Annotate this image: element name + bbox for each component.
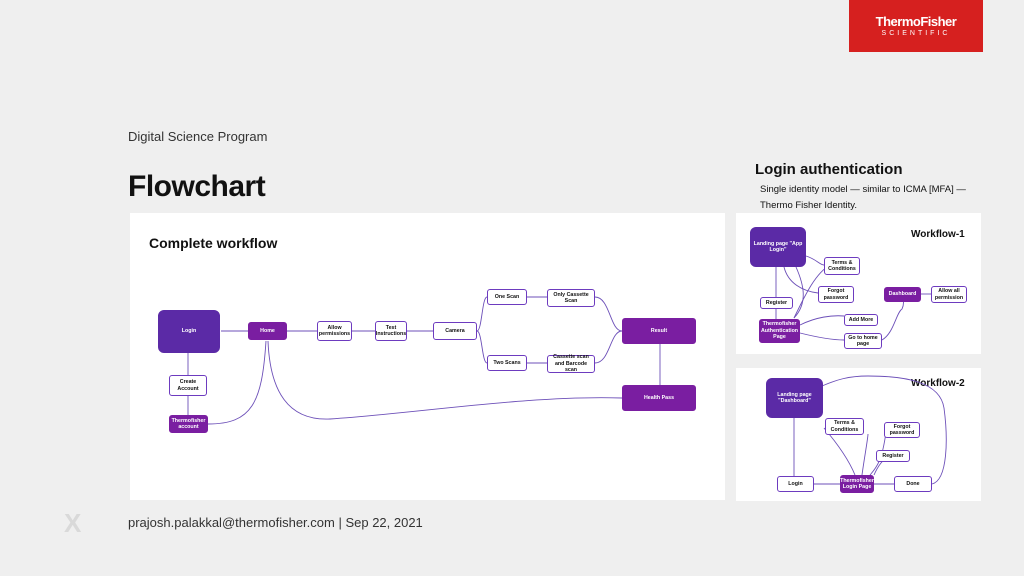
wf1-auth-page-node: Thermofisher Authentication Page <box>759 319 800 343</box>
camera-node: Camera <box>433 322 477 340</box>
footer-contact: prajosh.palakkal@thermofisher.com | Sep … <box>128 515 423 530</box>
wf1-register-node: Register <box>760 297 793 309</box>
complete-workflow-title: Complete workflow <box>149 235 278 251</box>
wf2-forgot-password-node: Forgot password <box>884 422 920 438</box>
two-scans-node: Two Scans <box>487 355 527 371</box>
only-cassette-scan-node: Only Cassette Scan <box>547 289 595 307</box>
wf2-login-page-node: Thermofisher Login Page <box>840 475 874 493</box>
logo-wordmark: ThermoFisher <box>875 14 957 29</box>
health-pass-node: Health Pass <box>622 385 696 411</box>
thermofisher-account-node: Thermofisher account <box>169 415 208 433</box>
wf1-forgot-password-node: Forgot password <box>818 286 854 303</box>
workflow-2-panel: Workflow-2 Landing page "Dashboard" Term… <box>736 368 981 501</box>
workflow-1-connectors <box>775 255 931 341</box>
login-node: Login <box>158 310 220 353</box>
cassette-barcode-scan-node: Cassette scan and Barcode scan <box>547 354 595 373</box>
allow-permissions-node: Allow permissions <box>317 321 352 341</box>
test-instructions-node: Test Instructions <box>375 321 407 341</box>
create-account-node: Create Account <box>169 375 207 396</box>
wf1-add-more-node: Add More <box>844 314 878 326</box>
wf1-allow-all-node: Allow all permission <box>931 286 967 303</box>
one-scan-node: One Scan <box>487 289 527 305</box>
workflow-2-title: Workflow-2 <box>911 378 965 389</box>
home-node: Home <box>248 322 287 340</box>
result-node: Result <box>622 318 696 344</box>
page-title: Flowchart <box>128 170 266 203</box>
wf2-register-node: Register <box>876 450 910 462</box>
workflow-2-connectors <box>793 375 947 485</box>
wf2-login-node: Login <box>777 476 814 492</box>
wf2-landing-page-node: Landing page "Dashboard" <box>766 378 823 418</box>
program-label: Digital Science Program <box>128 129 268 144</box>
wf1-terms-node: Terms & Conditions <box>824 257 860 275</box>
workflow-1-title: Workflow-1 <box>911 229 965 240</box>
wf1-landing-page-node: Landing page "App Login" <box>750 227 806 267</box>
thermofisher-logo: ThermoFisher SCIENTIFIC <box>849 0 983 52</box>
wf1-go-home-node: Go to home page <box>844 333 882 349</box>
wf1-dashboard-node: Dashboard <box>884 287 921 302</box>
logo-subtitle: SCIENTIFIC <box>881 30 951 37</box>
auth-heading: Login authentication <box>755 161 903 178</box>
main-connectors <box>187 296 661 425</box>
complete-workflow-panel: Complete workflow Login Home Allow permi… <box>130 213 725 500</box>
auth-description: Single identity model — similar to ICMA … <box>760 184 966 211</box>
x-logo-mark: X <box>64 508 82 538</box>
wf2-terms-node: Terms & Conditions <box>825 418 864 435</box>
workflow-1-panel: Workflow-1 Landing page "App Login" Term… <box>736 213 981 354</box>
wf2-done-node: Done <box>894 476 932 492</box>
